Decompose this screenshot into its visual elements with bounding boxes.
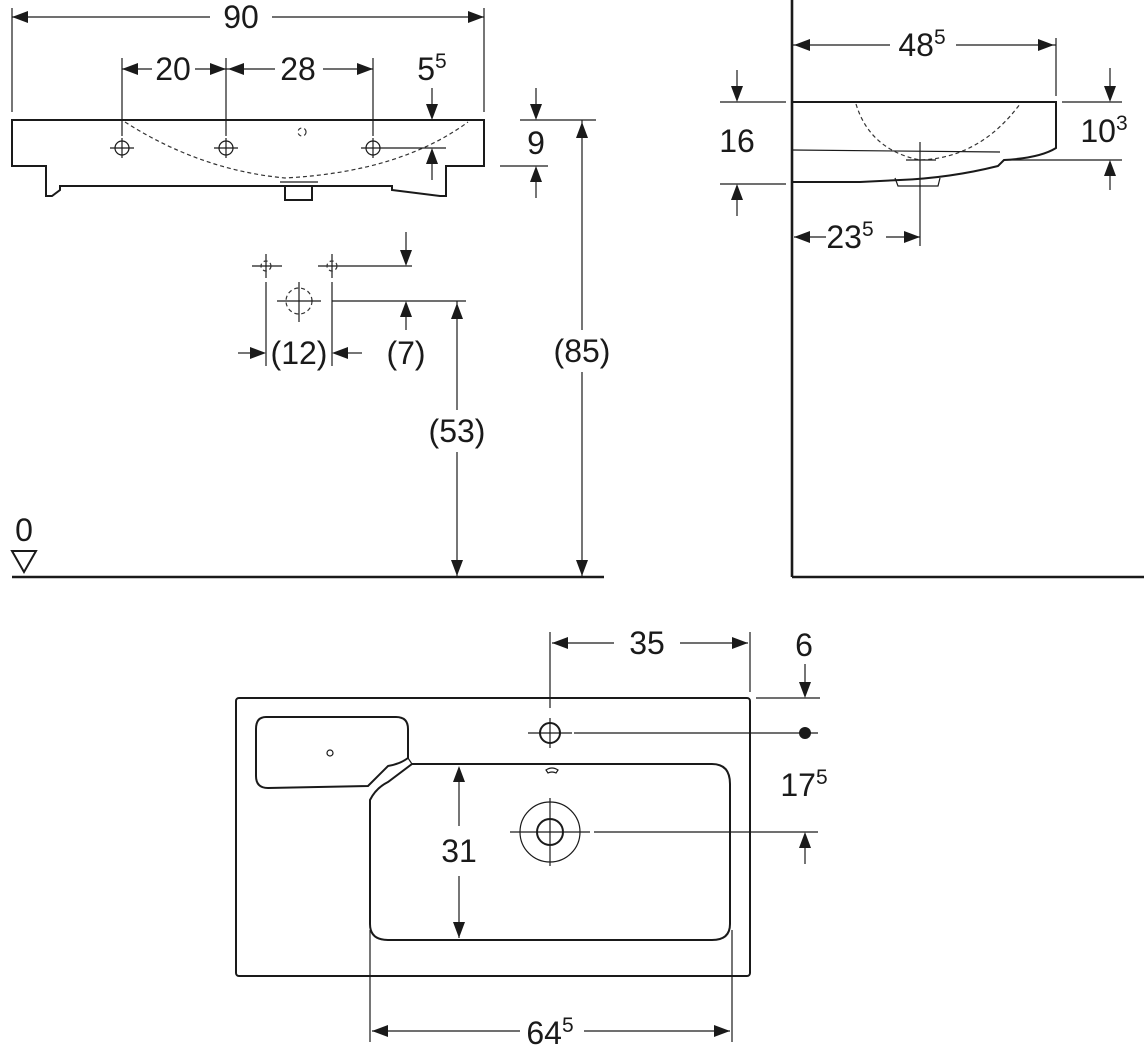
dim-drain-height-53: (53): [429, 413, 486, 449]
dim-height-16: 16: [719, 123, 755, 159]
floor-level-marker: [10, 550, 38, 575]
dim-drain-depth-23-5: 235: [826, 218, 873, 255]
dim-front-height-10-3: 103: [1080, 112, 1127, 149]
tap-hole-left: [110, 138, 134, 158]
dim-rim-height-9: 9: [527, 125, 545, 161]
front-drain-stub: [284, 186, 313, 201]
front-basin-outline: [11, 119, 485, 197]
front-hidden-bowl: [124, 121, 469, 179]
dim-drain-offset-7: (7): [386, 335, 425, 371]
side-view: 485 16 103 235: [719, 0, 1144, 579]
dim-tap-offset-35: 35: [629, 625, 665, 661]
top-shelf: [255, 716, 409, 790]
dim-tap-edge-6: 6: [795, 627, 813, 663]
drain-detail: (7) (12) (53): [238, 232, 485, 576]
dim-tap-to-drain-17-5: 175: [780, 766, 827, 803]
overflow-hole: [297, 127, 307, 137]
dim-bowl-depth-31: 31: [441, 833, 477, 869]
top-view: 35 6 175 31 645: [235, 625, 828, 1051]
tap-hole-center: [214, 138, 238, 158]
top-bowl: [369, 763, 731, 941]
dim-drain-spacing-12: (12): [271, 335, 328, 371]
dim-total-height-85: (85): [554, 333, 611, 369]
side-basin-outline: [792, 101, 1057, 183]
top-tap-hole: [528, 718, 572, 748]
dim-width-90: 90: [223, 0, 259, 35]
top-basin-outline: [235, 697, 751, 977]
front-view: 90 20 28 55 9 (85): [10, 0, 611, 579]
tap-hole-right: [361, 138, 385, 158]
floor-level-label: 0: [15, 512, 33, 548]
top-drain: [510, 798, 590, 866]
dim-edge-offset: 55: [417, 50, 446, 87]
dim-bowl-width-64-5: 645: [526, 1014, 573, 1051]
dim-hole-spacing-20: 20: [155, 51, 191, 87]
dim-hole-spacing-28: 28: [280, 51, 316, 87]
dim-depth-48-5: 485: [898, 26, 945, 63]
